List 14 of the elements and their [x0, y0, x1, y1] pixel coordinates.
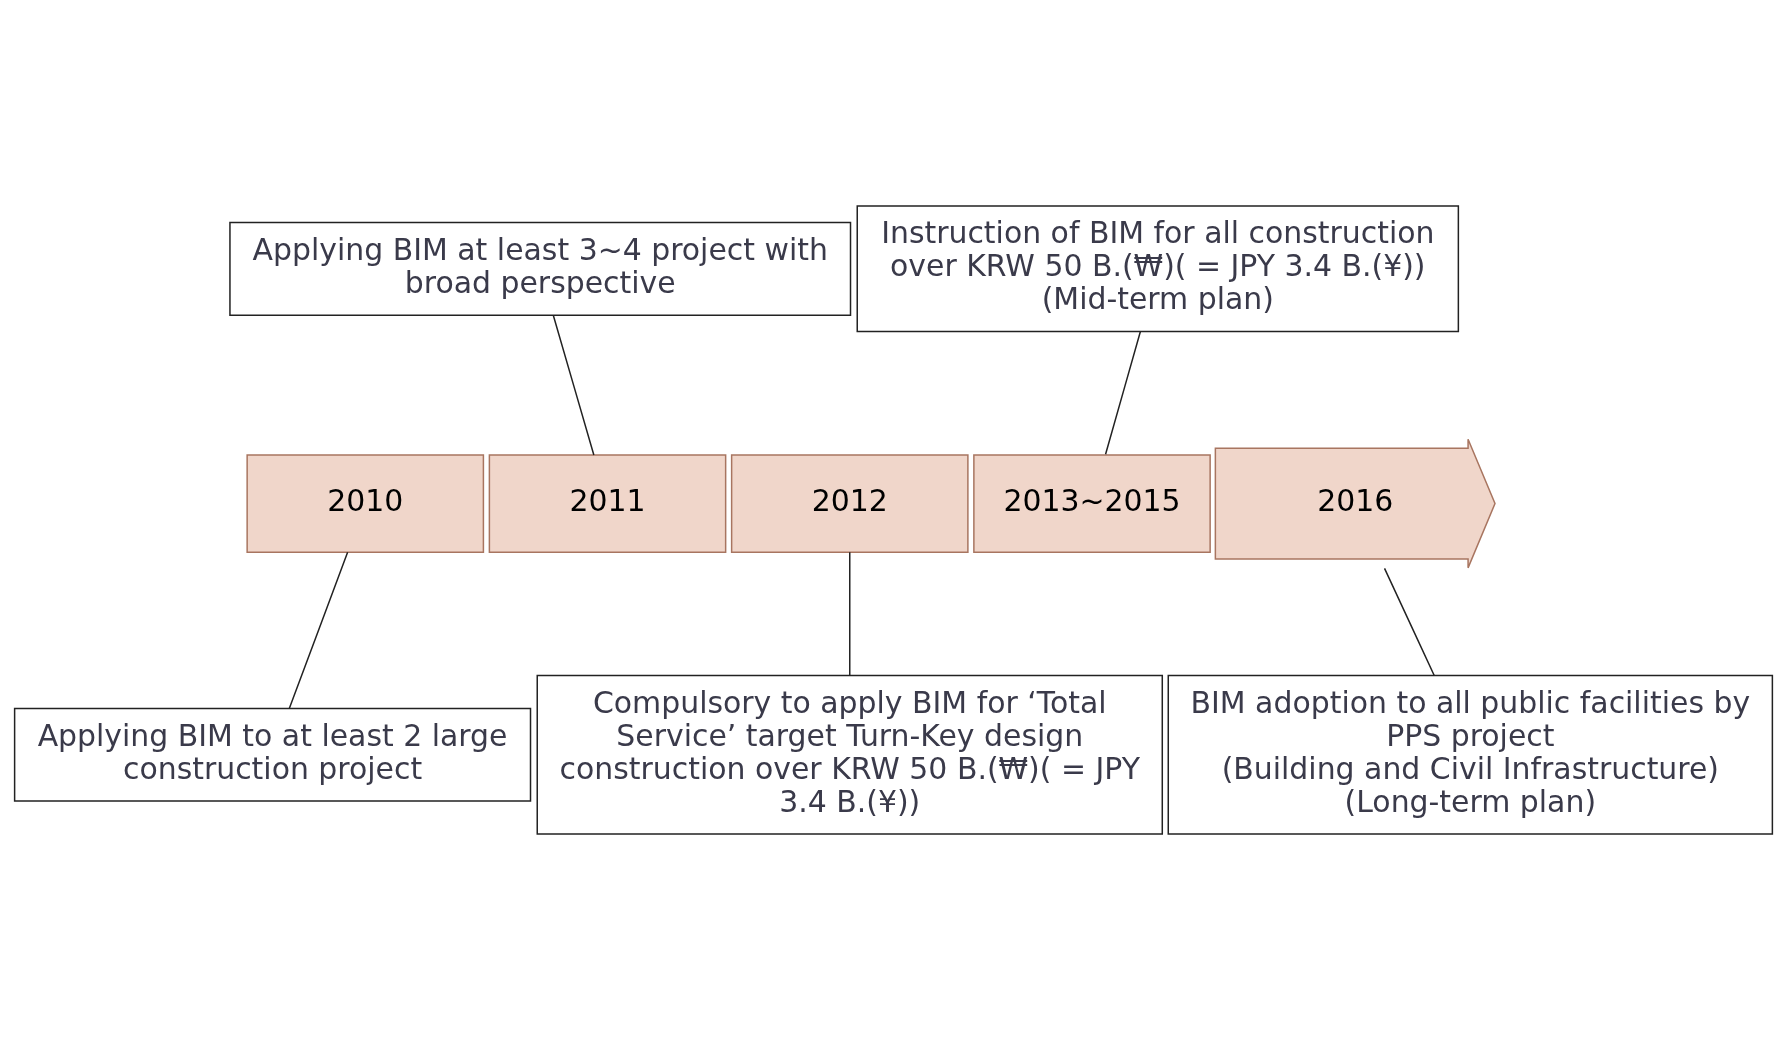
node-box: 2012	[730, 453, 969, 553]
connector	[849, 551, 851, 676]
connector	[552, 314, 595, 456]
node-box: Applying BIM at least 3~4 project with broad perspective	[229, 221, 852, 316]
connector	[1383, 567, 1435, 676]
node-box: 2010	[246, 453, 485, 553]
node-box: BIM adoption to all public facilities by PPS project (Building and Civil Infrastructure) (Long-term plan)	[1167, 674, 1774, 835]
connector	[288, 551, 349, 709]
connector	[1104, 330, 1142, 455]
node-box: Compulsory to apply BIM for ‘Total Service’ target Turn-Key design construction over KRW 50 B.(₩)( = JPY 3.4 B.(¥))	[536, 674, 1164, 835]
node-box: Instruction of BIM for all construction over KRW 50 B.(₩)( = JPY 3.4 B.(¥)) (Mid-term plan)	[856, 204, 1460, 332]
node-box: Applying BIM to at least 2 large construction project	[13, 707, 532, 802]
node-box: 2011	[488, 453, 727, 553]
node-box: 2013~2015	[973, 453, 1211, 553]
